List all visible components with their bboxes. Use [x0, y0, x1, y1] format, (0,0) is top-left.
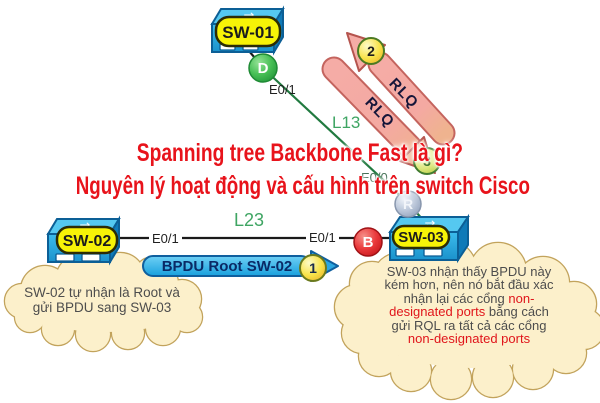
callout-left-line2: gửi BPDU sang SW-03: [32, 300, 172, 315]
svg-text:1: 1: [309, 260, 317, 276]
step-circle-2: 2: [357, 37, 385, 65]
switch-sw03-label: SW-03: [398, 229, 444, 246]
callout-right-line5: gửi RQL ra tất cả các cổng: [391, 317, 547, 333]
step-circle-1: 1: [299, 254, 327, 282]
callout-right-line4: designated ports bằng cách: [389, 304, 549, 320]
link-label-l23: L23: [234, 210, 265, 230]
svg-text:2: 2: [367, 43, 375, 59]
svg-text:B: B: [363, 234, 374, 251]
svg-text:3: 3: [423, 153, 431, 169]
callout-right-line6: non-designated ports: [407, 331, 531, 347]
svg-text:D: D: [258, 60, 269, 77]
port-label-sw03-e00: E0/0: [361, 170, 388, 185]
port-label-sw02-e01: E0/1: [149, 231, 182, 246]
link-label-l13: L13: [332, 113, 361, 132]
switch-sw02: ⇄ SW-02: [46, 215, 121, 266]
bpdu-banner-label: BPDU Root SW-02: [162, 258, 293, 275]
port-label-sw03-e01: E0/1: [306, 230, 339, 245]
title-line-1: Spanning tree Backbone Fast là gì?: [136, 139, 464, 167]
step-circle-3: 3: [413, 147, 441, 175]
callout-left-cloud: [3, 251, 204, 353]
callout-right-line3: nhận lại các cổng non-: [403, 290, 535, 306]
callout-right-cloud: [333, 239, 600, 401]
port-label-sw01-e01: E0/1: [269, 82, 296, 97]
callout-left-text: SW-02 tự nhận là Root và gửi BPDU sang S…: [16, 285, 188, 315]
role-circle-blocked: B: [353, 227, 383, 257]
callout-left-line1: SW-02 tự nhận là Root và: [24, 285, 180, 300]
switch-sw02-label: SW-02: [63, 233, 112, 250]
switch-sw01-label: SW-01: [222, 23, 274, 42]
callout-right-text: SW-03 nhận thấy BPDU này kém hơn, nên nó…: [354, 264, 584, 347]
svg-text:R: R: [403, 196, 413, 212]
switch-sw01: ⇄ SW-01: [210, 5, 285, 56]
title-line-2: Nguyên lý hoạt động và cấu hình trên swi…: [75, 172, 530, 200]
callout-right-line2: kém hơn, nên nó bắt đầu xác: [384, 277, 554, 293]
switch-arrows-icon: ⇄: [425, 217, 436, 232]
role-circle-designated: D: [248, 53, 278, 83]
callout-right-line1: SW-03 nhận thấy BPDU này: [386, 264, 552, 279]
role-circle-root: R: [394, 190, 422, 218]
switch-sw03: ⇄ SW-03: [388, 213, 470, 264]
